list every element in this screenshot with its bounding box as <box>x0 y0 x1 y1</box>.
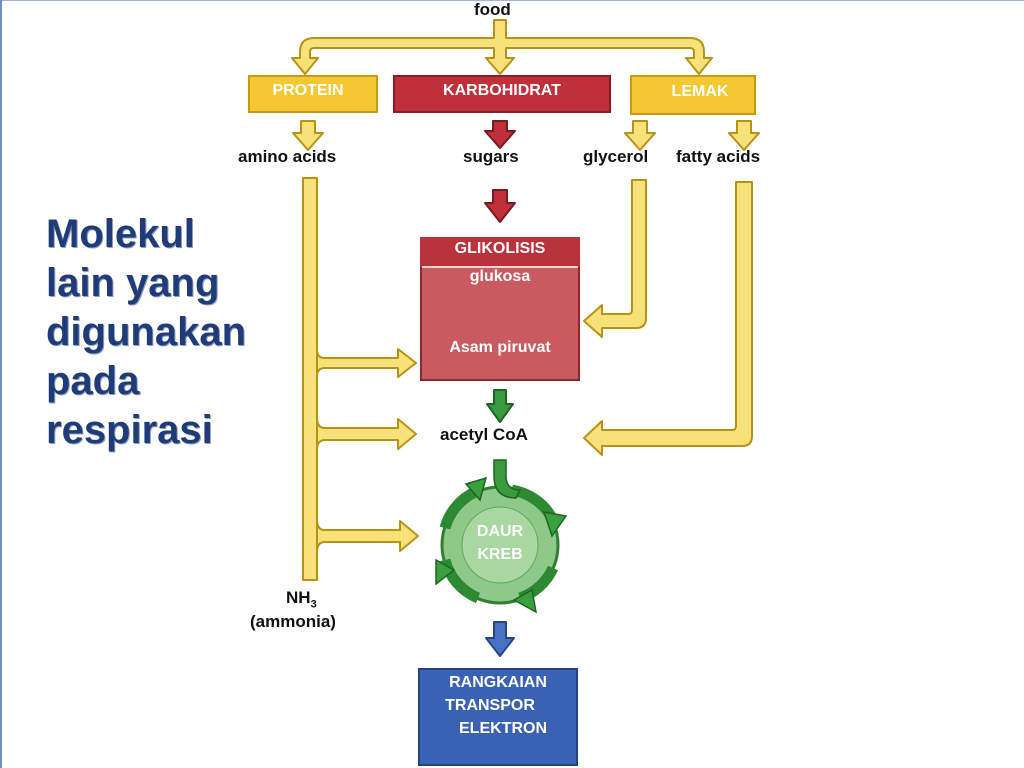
krebs-label-line-2: KREB <box>477 546 523 563</box>
karbo-to-sugars-arrow <box>484 120 516 149</box>
protein-to-amino-arrow <box>292 120 324 151</box>
asam-piruvat-label: Asam piruvat <box>449 339 551 356</box>
amino-to-acetylcoa-arrow <box>316 417 417 451</box>
glukosa-label: glukosa <box>469 268 531 285</box>
title-line-4: pada <box>46 359 140 403</box>
protein-label: PROTEIN <box>272 82 344 99</box>
krebs-label-line-1: DAUR <box>476 523 524 540</box>
nh3-label: NH3 <box>286 588 317 610</box>
krebs-ring-arc-4 <box>439 487 478 530</box>
nh3-subscript: 3 <box>310 598 317 611</box>
lemak-label: LEMAK <box>671 83 729 100</box>
acetylcoa-to-krebs-arrow <box>493 459 522 499</box>
glikolisis-divider <box>422 266 578 268</box>
etc-label-line-2: TRANSPOR <box>445 697 535 714</box>
left-border-line <box>0 0 2 768</box>
glycerol-label: glycerol <box>583 147 649 166</box>
amino-acids-label: amino acids <box>238 147 337 166</box>
title-line-3: digunakan <box>46 310 247 354</box>
krebs-cycle-inner <box>461 506 539 584</box>
electron-transport-box <box>418 668 578 766</box>
krebs-cycle-group <box>435 459 568 614</box>
food-branch-arrow <box>291 19 713 75</box>
karbohidrat-box <box>393 75 611 113</box>
title-line-5: respirasi <box>46 408 213 452</box>
sugars-to-glikolisis-arrow <box>484 189 516 223</box>
karbohidrat-label: KARBOHIDRAT <box>443 82 561 99</box>
acetyl-coa-label: acetyl CoA <box>440 425 528 444</box>
fatty-acids-label: fatty acids <box>676 147 761 166</box>
krebs-arrowhead-2 <box>512 588 538 614</box>
top-border-line <box>0 0 1024 1</box>
sugars-label: sugars <box>463 147 519 166</box>
lemak-to-glycerol-arrow <box>624 120 656 151</box>
krebs-to-etc-arrow <box>485 621 515 657</box>
protein-box <box>248 75 378 113</box>
etc-label-line-3: ELEKTRON <box>459 720 547 737</box>
lemak-box <box>630 75 756 115</box>
slide-title: Molekul lain yang digunakan pada respira… <box>46 210 276 455</box>
glikolisis-label: GLIKOLISIS <box>454 240 546 257</box>
krebs-arrowhead-1 <box>542 511 568 538</box>
amino-to-glikolisis-arrow <box>316 348 417 378</box>
nh3-main-text: NH <box>286 588 311 607</box>
title-line-2: lain yang <box>46 261 220 305</box>
ammonia-label: (ammonia) <box>250 612 336 631</box>
krebs-arrowhead-4 <box>464 476 488 502</box>
etc-label-line-1: RANGKAIAN <box>449 674 547 691</box>
glycerol-to-glikolisis-arrow <box>583 179 647 338</box>
krebs-arrowhead-3 <box>435 558 456 586</box>
fattyacids-to-acetylcoa-arrow <box>583 181 753 456</box>
glikolisis-header-band <box>420 237 580 267</box>
title-line-1: Molekul <box>46 212 195 256</box>
lemak-to-fattyacids-arrow <box>728 120 760 151</box>
food-label: food <box>474 0 511 19</box>
krebs-ring-arc-3 <box>439 558 481 604</box>
amino-to-krebs-arrow <box>316 519 419 553</box>
amino-trunk-arrow <box>302 177 318 581</box>
piruvat-to-acetylcoa-arrow <box>486 389 514 423</box>
